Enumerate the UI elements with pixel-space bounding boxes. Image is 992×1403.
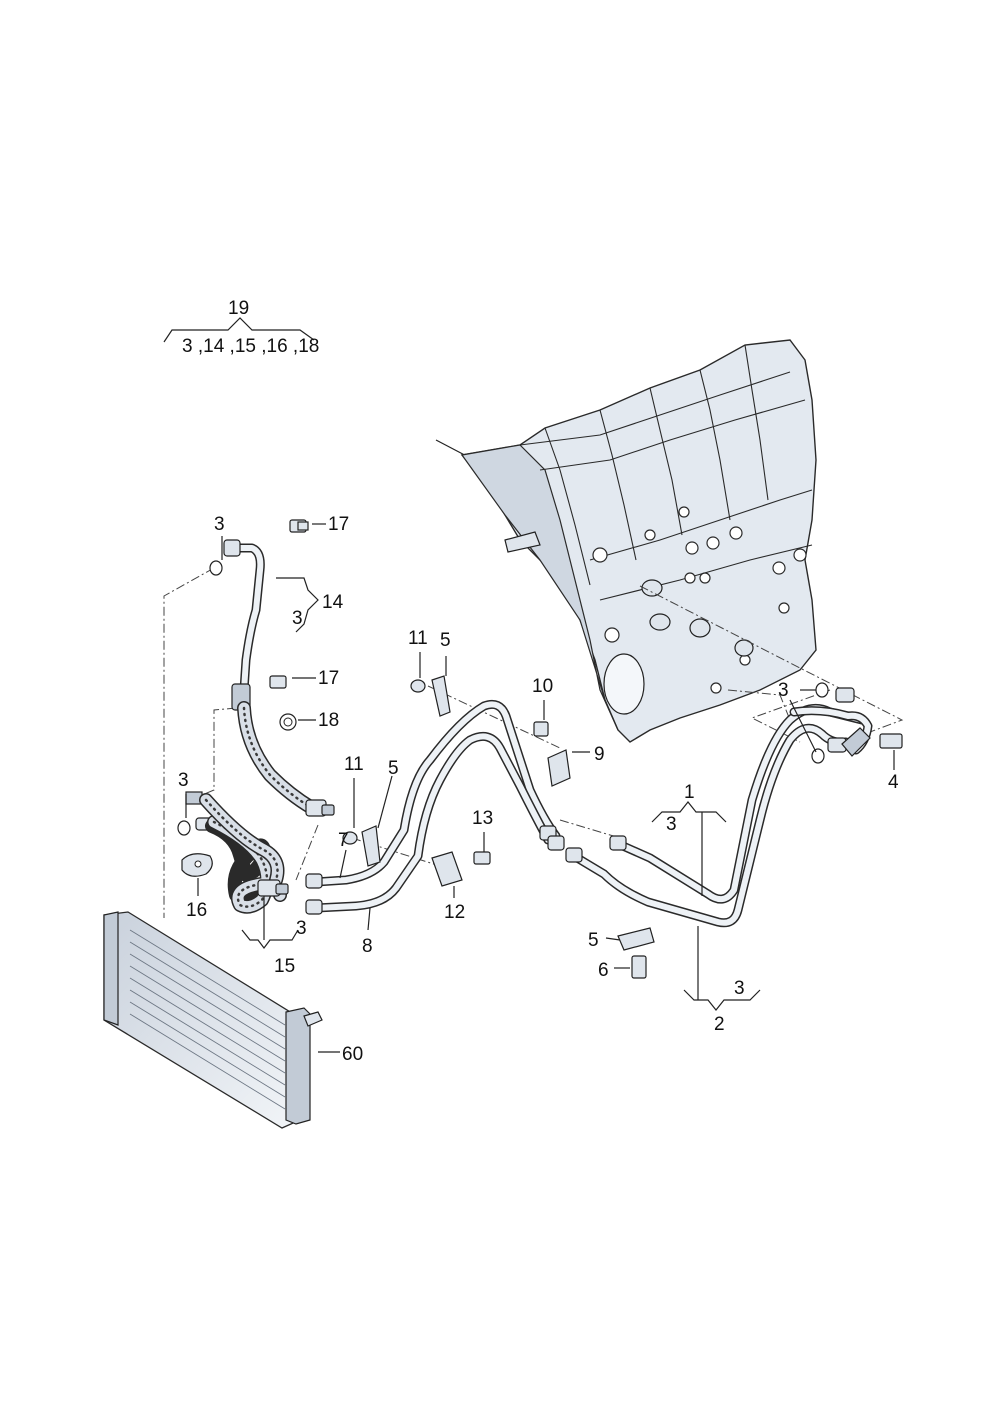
label-19-members: 3 ,14 ,15 ,16 ,18 [182,336,319,357]
label-1-sub: 3 [666,814,677,835]
transmission-housing [435,339,817,743]
label-10: 10 [532,676,553,697]
label-17-upper: 17 [328,514,349,535]
label-14-sub: 3 [292,608,303,629]
label-2-sub: 3 [734,978,745,999]
label-11-upper: 11 [408,628,428,649]
label-6: 6 [598,960,609,981]
label-7: 7 [338,830,349,851]
label-9: 9 [594,744,605,765]
label-1: 1 [684,782,695,803]
label-15-sub: 3 [296,918,307,939]
hardware [177,519,903,979]
oil-pipes-main [305,699,565,915]
label-3-upper: 3 [214,514,225,535]
callout-labels: 19 3 ,14 ,15 ,16 ,18 3 17 14 3 17 18 3 1… [178,298,899,1065]
label-2: 2 [714,1014,725,1035]
label-14: 14 [322,592,344,613]
oil-hose-lower [185,791,289,914]
oil-pipes-right [565,687,873,928]
leader-lines [163,317,895,1053]
label-5-middle: 5 [388,758,399,779]
label-12: 12 [444,902,465,923]
label-3-right: 3 [778,680,789,701]
label-5-lower: 5 [588,930,599,951]
label-16: 16 [186,900,207,921]
label-8: 8 [362,936,373,957]
label-19: 19 [228,298,249,319]
label-17-lower: 17 [318,668,339,689]
label-11-lower: 11 [344,754,364,775]
transmission-oil-cooler [103,911,323,1129]
oil-pipe-upper [223,539,335,817]
label-18: 18 [318,710,339,731]
label-4: 4 [888,772,899,793]
label-3-left: 3 [178,770,189,791]
label-13: 13 [472,808,493,829]
label-15: 15 [274,956,295,977]
label-5-upper: 5 [440,630,451,651]
label-60: 60 [342,1044,363,1065]
